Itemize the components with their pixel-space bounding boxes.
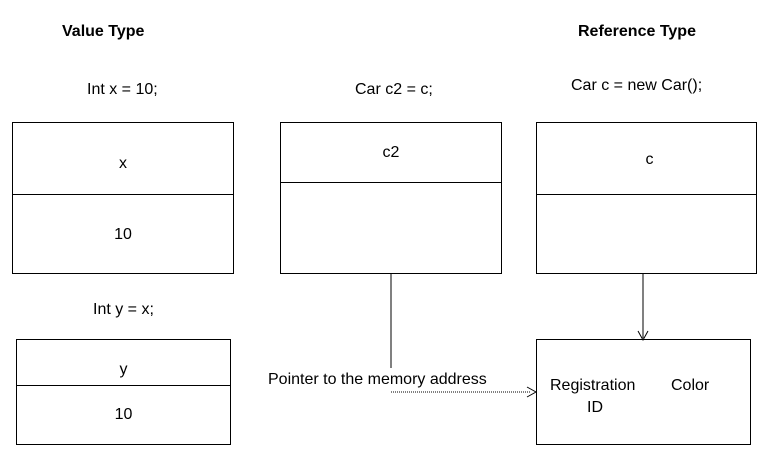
declaration-int-x: Int x = 10; <box>87 81 158 98</box>
box-divider <box>17 385 230 386</box>
reference-type-heading: Reference Type <box>578 23 696 40</box>
variable-box-y: y 10 <box>16 339 231 445</box>
declaration-car-c2: Car c2 = c; <box>355 81 433 98</box>
box-divider <box>281 182 501 183</box>
box-x-value: 10 <box>114 226 132 243</box>
field-id: ID <box>587 399 603 416</box>
variable-box-x: x 10 <box>12 122 234 274</box>
box-divider <box>537 194 756 195</box>
box-x-name: x <box>119 155 127 172</box>
box-y-value: 10 <box>114 406 133 423</box>
variable-box-c: c <box>536 122 757 274</box>
box-c-name: c <box>645 151 654 168</box>
field-color: Color <box>671 377 710 394</box>
pointer-label: Pointer to the memory address <box>268 371 487 389</box>
declaration-car-c: Car c = new Car(); <box>571 77 703 94</box>
box-y-name: y <box>119 361 128 378</box>
declaration-int-y: Int y = x; <box>93 301 154 318</box>
variable-box-c2: c2 <box>280 122 502 274</box>
field-registration: Registration <box>550 377 636 394</box>
box-c2-name: c2 <box>382 144 400 161</box>
value-type-heading: Value Type <box>62 23 145 40</box>
c2-pointer-arrowhead <box>526 386 538 398</box>
box-divider <box>13 194 233 195</box>
c-pointer-arrowhead <box>637 330 649 342</box>
